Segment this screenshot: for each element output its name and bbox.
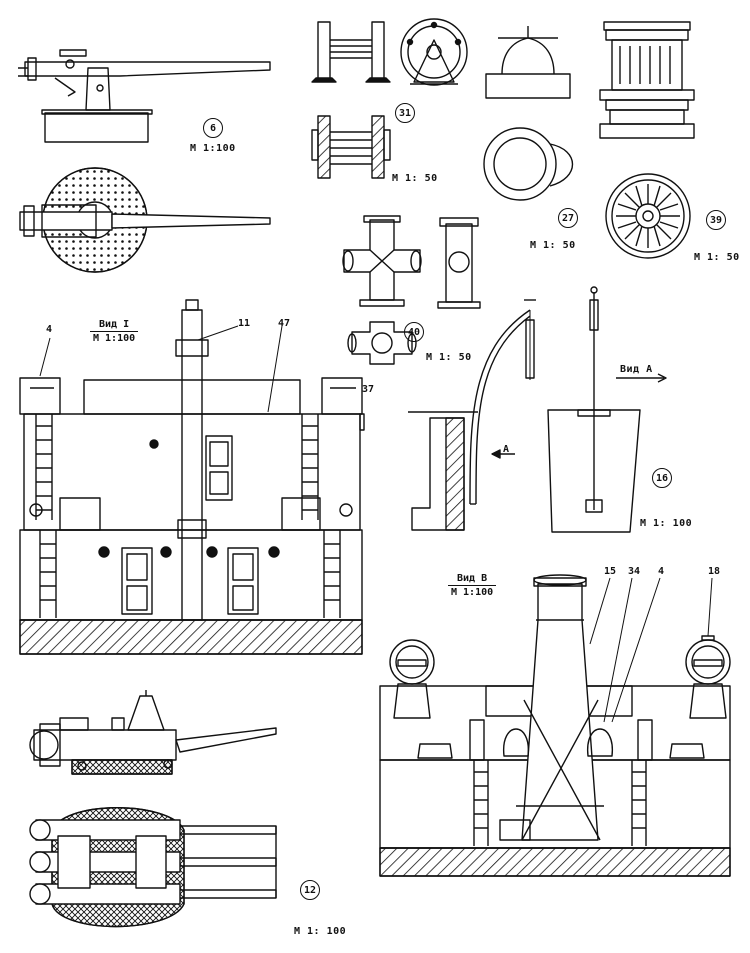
view-1-title: Вид I [90,318,139,332]
part-number-12: 12 [300,880,320,900]
part-number-6: 6 [203,118,223,138]
ref-4-left: 4 [46,324,53,335]
ring-fairlead [483,127,574,201]
gun-side-view [18,49,271,143]
ref-18: 18 [708,566,721,577]
ref-15: 15 [604,566,617,577]
reel-front-view [311,21,391,83]
ref-47: 47 [278,318,291,329]
scale-label-39: М 1: 50 [694,252,740,263]
scale-label-27: М 1: 50 [530,240,576,251]
scale-label-31: М 1: 50 [392,173,438,184]
view-b-title: Вид В [448,572,497,586]
view-1-label: Вид I М 1:100 [90,318,139,345]
wheel-39 [605,173,691,259]
ref-11: 11 [238,318,251,329]
reel-plan-view [311,115,391,179]
scale-label-40: М 1: 50 [426,352,472,363]
view-a-label: Вид А [620,364,653,375]
view-1-elevation [19,299,365,655]
view-1-scale: М 1:100 [93,333,136,344]
cross-bitts-elevation [342,215,422,307]
arrow-a-label: А [503,444,510,455]
torpedo-tube-plan [29,807,277,928]
ref-4-right: 4 [658,566,665,577]
capstan [599,21,695,139]
davit-section [408,299,536,531]
davit-front [547,286,667,533]
part-number-31: 31 [395,103,415,123]
view-b-scale: М 1:100 [451,587,494,598]
view-b-label: Вид В М 1:100 [448,572,497,599]
scale-label-12: М 1: 100 [294,926,347,937]
view-b-elevation [379,574,731,877]
single-bitt [437,217,481,309]
part-number-39: 39 [706,210,726,230]
part-number-27: 27 [558,208,578,228]
scale-label-6: М 1:100 [190,143,236,154]
scale-label-16: М 1: 100 [640,518,693,529]
ref-37: 37 [362,384,375,395]
reel-side-view [400,18,468,86]
ref-34: 34 [628,566,641,577]
cross-bitts-plan [347,321,417,365]
bollard-head [485,26,571,99]
torpedo-tube-side [29,690,277,775]
part-number-16: 16 [652,468,672,488]
gun-plan-view [19,167,271,273]
part-number-40: 40 [404,322,424,342]
